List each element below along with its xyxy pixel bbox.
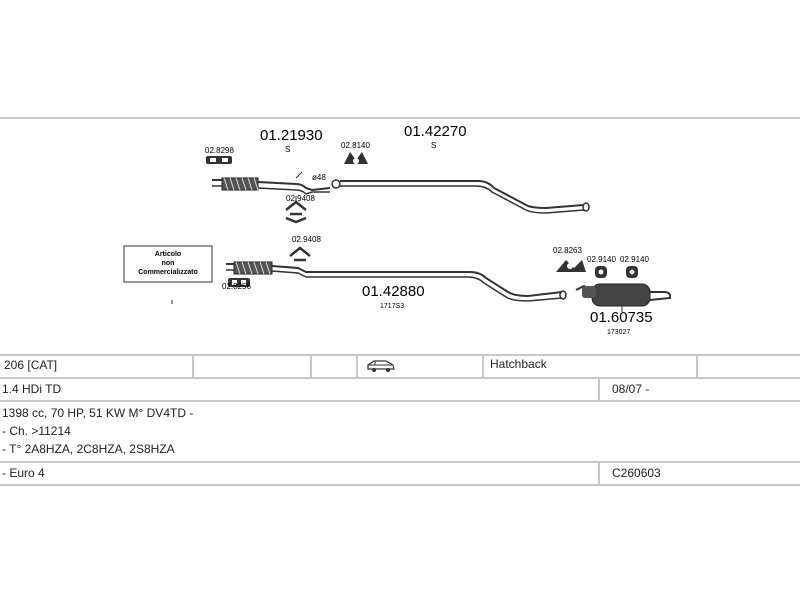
part-code-01-42880-sub: 1717S3 xyxy=(380,303,404,310)
notice-line-2: non xyxy=(162,260,175,267)
part-code-01-60735-sub: 173027 xyxy=(607,329,630,336)
front-pipe-upper xyxy=(212,179,331,192)
part-code-01-42270: 01.42270 xyxy=(404,123,467,140)
rubber-hanger-icon xyxy=(595,266,607,278)
vehicle-code: C260603 xyxy=(612,466,661,480)
part-label-hanger-1: 02.9140 xyxy=(587,255,616,264)
vehicle-chassis: - Ch. >11214 xyxy=(2,424,71,438)
part-label-hanger-top: 02.8140 xyxy=(341,141,370,150)
part-code-01-42880: 01.42880 xyxy=(362,283,425,300)
part-code-01-21930-suffix: S xyxy=(285,145,290,154)
car-icon xyxy=(367,360,395,372)
bracket-icon xyxy=(285,200,307,224)
clamp-icon xyxy=(228,278,250,287)
diameter-label: ø48 xyxy=(312,173,326,182)
part-label-bracket-lower: 02.9408 xyxy=(292,235,321,244)
notice-line-3: Commercializzato xyxy=(138,269,198,276)
part-code-01-21930: 01.21930 xyxy=(260,127,323,144)
clamp-icon xyxy=(556,260,586,272)
center-pipe-upper xyxy=(340,180,585,210)
vehicle-spec: 1398 cc, 70 HP, 51 KW M° DV4TD - xyxy=(2,406,194,420)
rear-silencer xyxy=(575,283,671,307)
vehicle-engine: 1.4 HDi TD xyxy=(2,382,62,396)
notice-box xyxy=(123,245,213,283)
rubber-hanger-icon xyxy=(626,266,638,278)
part-code-01-60735: 01.60735 xyxy=(590,309,653,326)
part-label-clamp-rear: 02.8263 xyxy=(553,246,582,255)
front-pipe-lower xyxy=(226,263,563,298)
bracket-icon xyxy=(289,246,311,262)
vehicle-model: 206 [CAT] xyxy=(4,358,58,372)
rubber-hanger-icon xyxy=(344,152,368,164)
part-code-01-42270-suffix: S xyxy=(431,141,436,150)
vehicle-emission: - Euro 4 xyxy=(2,466,45,480)
vehicle-body-type: Hatchback xyxy=(490,357,547,371)
vehicle-date: 08/07 - xyxy=(612,382,650,396)
vehicle-types: - T° 2A8HZA, 2C8HZA, 2S8HZA xyxy=(2,442,175,456)
part-label-hanger-2: 02.9140 xyxy=(620,255,649,264)
notice-line-1: Articolo xyxy=(155,251,181,258)
part-label-clamp-top: 02.8298 xyxy=(205,146,234,155)
part-label-clamp-lower: 02.8256 xyxy=(222,282,251,291)
part-label-bracket-top: 02.9408 xyxy=(286,194,315,203)
clamp-icon xyxy=(206,156,232,164)
